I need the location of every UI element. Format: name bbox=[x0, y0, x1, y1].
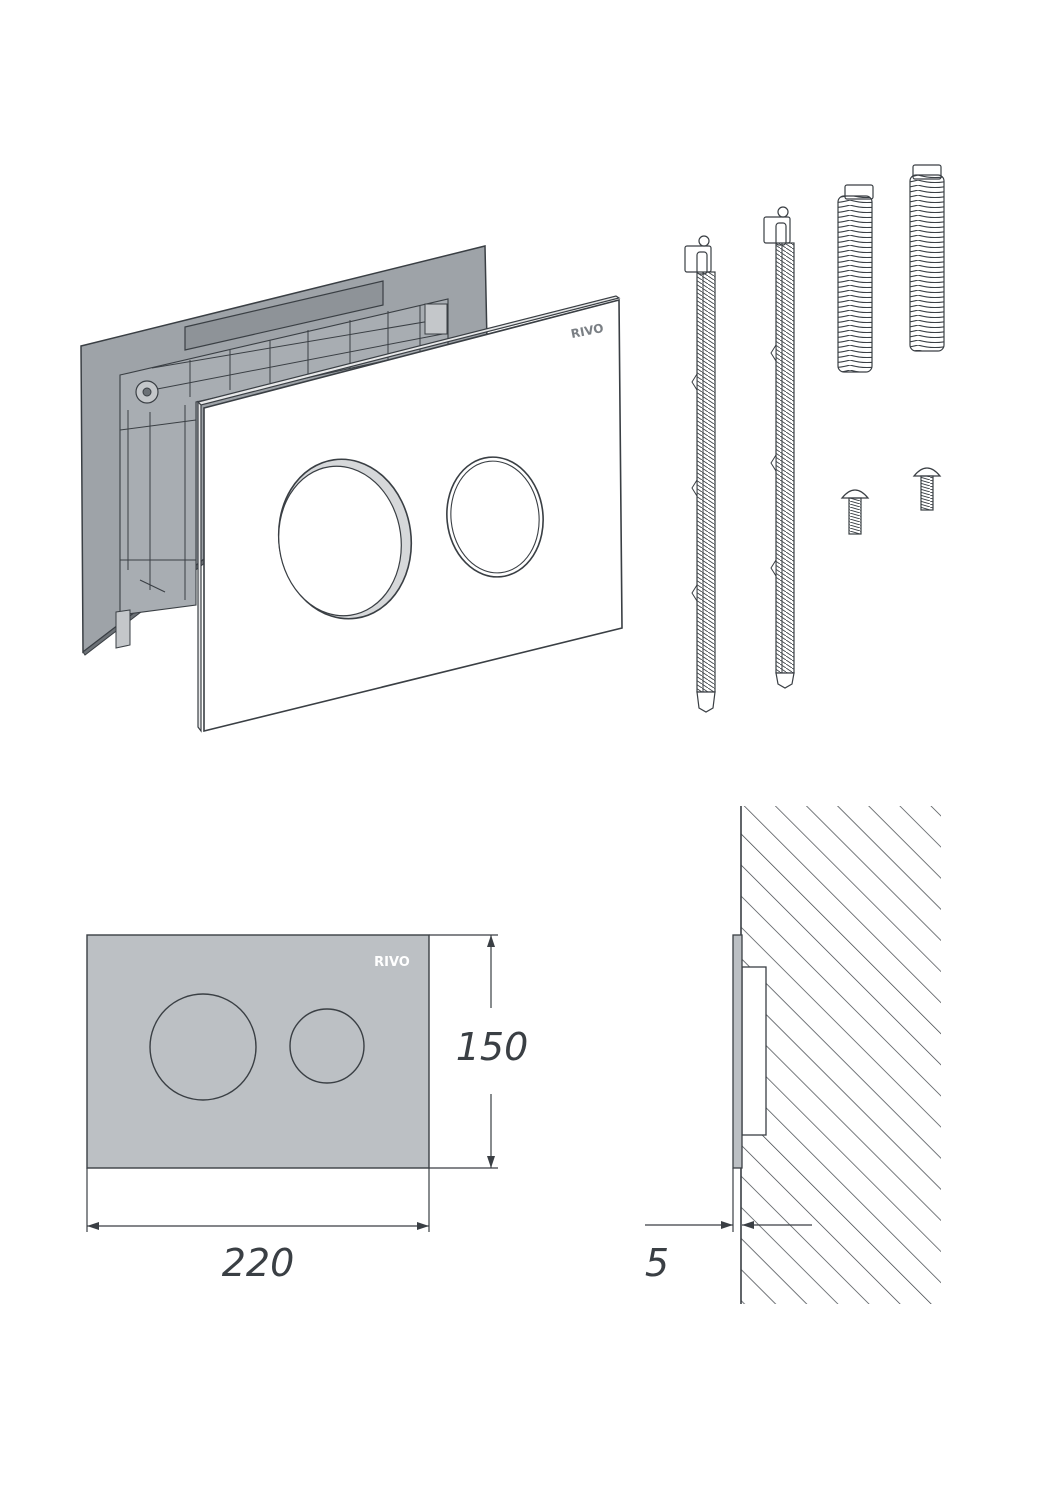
anchor-coil-2 bbox=[909, 164, 945, 352]
brand-logo-front: RIVO bbox=[374, 955, 410, 970]
front-view: RIVO bbox=[86, 934, 430, 1169]
threaded-rod-2 bbox=[763, 206, 795, 689]
side-section-view bbox=[732, 806, 941, 1304]
flush-plate-iso: RIVO bbox=[196, 295, 623, 733]
wall-section bbox=[741, 806, 941, 1304]
frame-recess bbox=[741, 966, 767, 1136]
screw-2-icon bbox=[912, 467, 942, 511]
depth-dimension bbox=[645, 1168, 812, 1232]
flush-plate-front bbox=[86, 934, 430, 1169]
brand-logo-iso: RIVO bbox=[570, 321, 605, 341]
width-dimension bbox=[86, 1168, 430, 1232]
frame-clip-icon bbox=[424, 303, 448, 335]
width-label: 220 bbox=[222, 1241, 295, 1285]
large-flush-button bbox=[149, 993, 257, 1101]
flush-plate-side bbox=[732, 934, 743, 1169]
depth-label: 5 bbox=[645, 1241, 669, 1285]
height-label: 150 bbox=[456, 1025, 529, 1069]
small-flush-button bbox=[289, 1008, 365, 1084]
threaded-rod-1 bbox=[684, 235, 716, 713]
height-dimension bbox=[429, 934, 498, 1169]
anchor-coil-1 bbox=[837, 184, 874, 373]
screw-1-icon bbox=[840, 489, 870, 535]
